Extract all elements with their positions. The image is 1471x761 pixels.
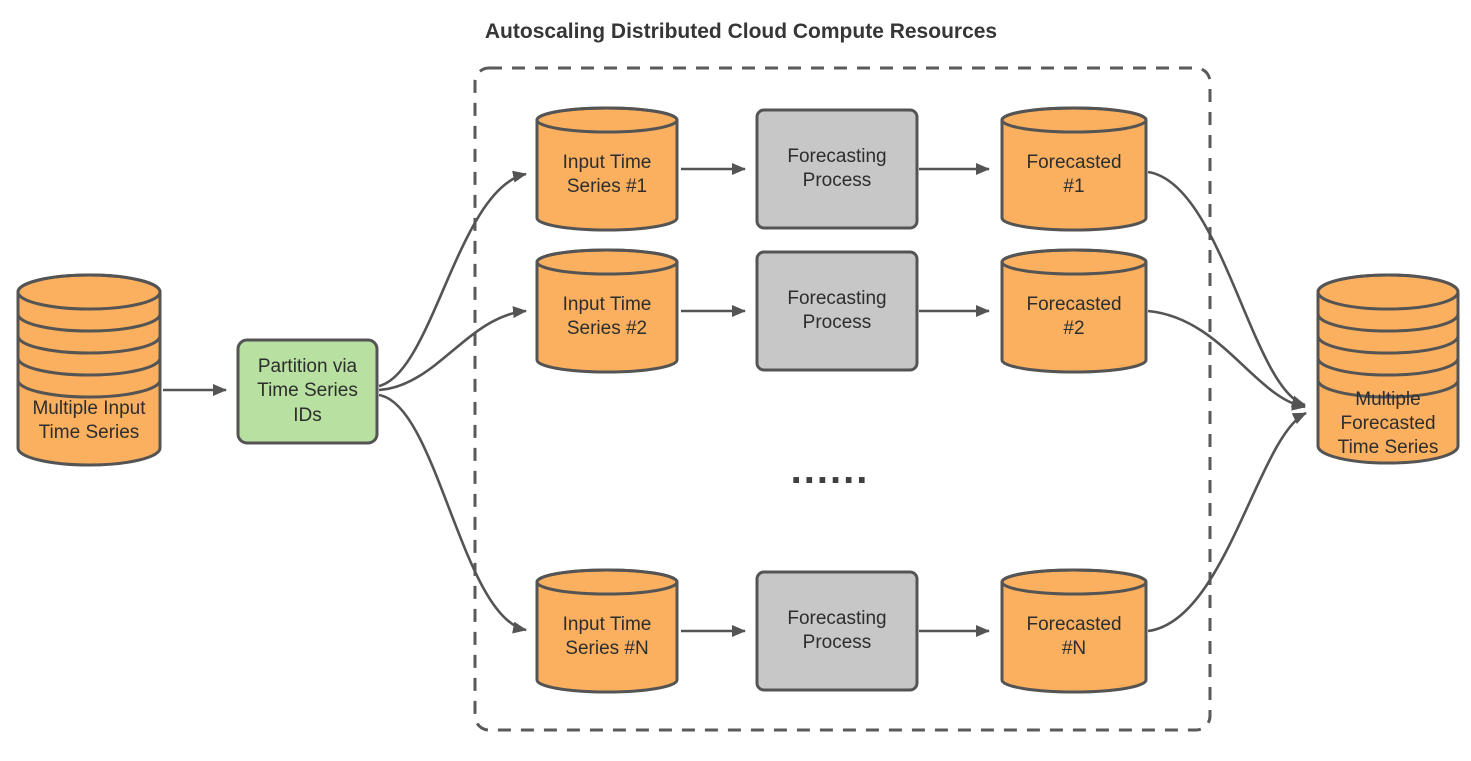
cylinder-rim [535,248,679,276]
row-1-output-cylinder [1000,106,1148,232]
connector-partition-to-rowN [378,393,527,634]
cylinder-body [535,248,679,374]
cylinder-rim [1316,273,1460,311]
disk-arc [1316,379,1460,399]
cylinder-rim [1000,568,1148,596]
connector-row1-to-output-store [1147,170,1306,408]
disk-arc [16,313,162,333]
cylinder-body [535,568,679,694]
partition-box [236,338,379,445]
row-2-process-box [755,250,919,372]
autoscaling-cluster-boundary [473,66,1212,732]
cylinder-rim [1000,106,1148,134]
rows-ellipsis: ...... [790,448,870,492]
cylinder-rim [535,568,679,596]
cylinder-rim [1000,248,1148,276]
row-1-process-box [755,108,919,230]
cylinder-rim [16,273,162,311]
row-2-input-cylinder [535,248,679,374]
cylinder-body [1000,106,1148,232]
cylinder-body [1000,248,1148,374]
cylinder-body [1000,568,1148,694]
connector-partition-to-row2 [378,306,527,392]
cluster-title: Autoscaling Distributed Cloud Compute Re… [484,20,998,43]
disk-arc [1316,335,1460,355]
disk-arc [16,357,162,377]
multiple-output-store-cylinder [1316,273,1460,465]
disk-arc [16,335,162,355]
disk-arc [16,379,162,399]
cylinder-body [535,106,679,232]
row-1-input-cylinder [535,106,679,232]
multiple-input-store-cylinder [16,273,162,467]
row-2-output-cylinder [1000,248,1148,374]
row-n-input-cylinder [535,568,679,694]
connector-rowN-to-output-store [1147,411,1307,633]
disk-arc [1316,357,1460,377]
connector-partition-to-row1 [378,170,527,388]
connector-row2-to-output-store [1147,309,1306,411]
row-n-process-box [755,570,919,692]
disk-arc [1316,313,1460,333]
row-n-output-cylinder [1000,568,1148,694]
cylinder-rim [535,106,679,134]
